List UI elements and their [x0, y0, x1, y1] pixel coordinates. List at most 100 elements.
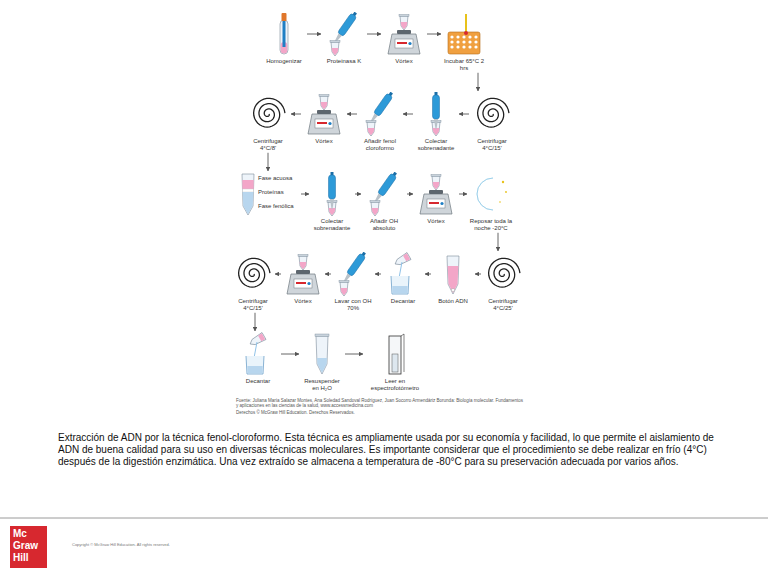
tube-liquid: [372, 208, 379, 215]
flow-arrow: [475, 274, 481, 275]
step-label: Homogenizar: [262, 58, 306, 65]
step-illustration: [310, 172, 354, 216]
tube-cap: [315, 334, 329, 337]
vortex-light: [317, 122, 327, 124]
tube-liquid: [433, 182, 440, 189]
step-label: Decantar: [236, 378, 280, 385]
step-icon: [246, 333, 266, 374]
logo-text: Hill: [13, 552, 45, 564]
step-icon: [391, 253, 411, 294]
step-icon: [287, 255, 319, 295]
tube-liquid: [300, 262, 307, 269]
step-illustration: [232, 252, 274, 296]
step-node: Añadir fenol cloroformo: [358, 92, 402, 152]
step-node: Proteinasa K: [322, 12, 366, 65]
step-illustration: [414, 92, 458, 136]
step-icon: [420, 175, 452, 215]
phase-tube: [242, 174, 254, 215]
tube-cap: [370, 201, 380, 203]
tube-shape: [400, 16, 408, 30]
source-note: Fuente: Juliana María Salazar Montes, An…: [236, 398, 526, 409]
step-node: Centrifugar 4°C/25': [482, 252, 524, 312]
step-illustration: [282, 252, 324, 296]
tube-liquid: [258, 333, 265, 341]
tube-cap: [431, 175, 441, 177]
step-icon: [388, 15, 420, 55]
incubator-well: [462, 35, 465, 38]
aqueous-phase: [242, 180, 253, 189]
step-text-box: Proteinasa K: [322, 56, 366, 65]
step-text-box: Lavar con OH 70%: [332, 296, 374, 312]
step-illustration: [332, 252, 374, 296]
step-icon: [308, 95, 340, 135]
tube-shape: [340, 282, 348, 296]
incubator-well: [450, 35, 453, 38]
tube-cap: [339, 281, 349, 283]
vortex-knob: [328, 122, 331, 125]
step-label: Lavar con OH 70%: [332, 298, 374, 312]
centrifuge-spiral: [239, 258, 270, 287]
step-label: Proteinasa K: [322, 58, 366, 65]
tube-liquid: [401, 22, 408, 29]
step-node: Centrifugar 4°C/15': [232, 252, 274, 312]
homogenizer-rod: [283, 13, 286, 47]
pour-stream: [399, 262, 402, 278]
resuspend-tube: [316, 336, 328, 374]
step-node: Incubar 65°C 2 hrs: [442, 12, 486, 72]
step-label: Botón ADN: [432, 298, 474, 305]
incubator-well: [456, 45, 459, 48]
logo-block: [10, 526, 47, 568]
step-illustration: [246, 92, 290, 136]
step-illustration: [358, 92, 402, 136]
cuvette-edge: [404, 334, 405, 372]
step-illustration: [470, 92, 514, 136]
step-label: Centrifugar 4°C/25': [482, 298, 524, 312]
step-text-box: Centrifugar 4°C/25': [482, 296, 524, 312]
pipette-body: [346, 253, 365, 277]
step-node: Vórtex: [382, 12, 426, 65]
pellet-liquid: [448, 266, 459, 293]
step-illustration: [236, 332, 280, 376]
step-illustration: [240, 172, 256, 216]
step-text-box: Fase acuosaProteínasFase fenólica: [240, 172, 300, 210]
step-text-box: Reposar toda la noche -20°C: [468, 216, 514, 232]
step-node: Lavar con OH 70%: [332, 252, 374, 312]
step-node: Vórtex: [282, 252, 324, 305]
step-text-box: Vórtex: [282, 296, 324, 305]
tube-cap: [319, 95, 329, 97]
step-illustration: [362, 172, 406, 216]
step-text-box: Vórtex: [414, 216, 458, 225]
flow-arrow: [459, 114, 469, 115]
flow-arrow: [355, 194, 361, 195]
step-label: Resuspender en H₂O: [300, 378, 344, 392]
flow-arrow: [407, 194, 413, 195]
step-icon: [315, 334, 329, 374]
step-text-box: Centrifugar 4°C/15': [470, 136, 514, 152]
incubator-well: [468, 45, 471, 48]
flow-arrow: [268, 153, 269, 171]
vortex-base: [388, 34, 420, 54]
incubator-well: [474, 45, 477, 48]
phase-label: Fase acuosa: [258, 175, 300, 182]
step-node: Centrifugar 4°C/15': [470, 92, 514, 152]
step-icon: [447, 256, 459, 294]
tube-shape: [320, 96, 328, 110]
step-text-box: Añadir fenol cloroformo: [358, 136, 402, 152]
step-illustration: [414, 172, 458, 216]
step-label: Vórtex: [414, 218, 458, 225]
phase-label: Proteínas: [258, 189, 300, 196]
cuvette-body: [389, 336, 401, 374]
step-node: Reposar toda la noche -20°C: [468, 172, 514, 232]
step-icon: [280, 13, 288, 54]
step-node: Centrifugar 4°C/8': [246, 92, 290, 152]
incubator-body: [448, 32, 480, 54]
vortex-panel: [315, 119, 333, 128]
pipette-body: [337, 13, 356, 37]
vortex-knob: [440, 202, 443, 205]
step-node: Colectar sobrenadante: [310, 172, 354, 232]
incubator-well: [474, 35, 477, 38]
tube-shape: [367, 122, 375, 136]
flow-arrow: [478, 73, 479, 91]
step-text-box: Colectar sobrenadante: [414, 136, 458, 152]
step-icon: [242, 174, 254, 215]
